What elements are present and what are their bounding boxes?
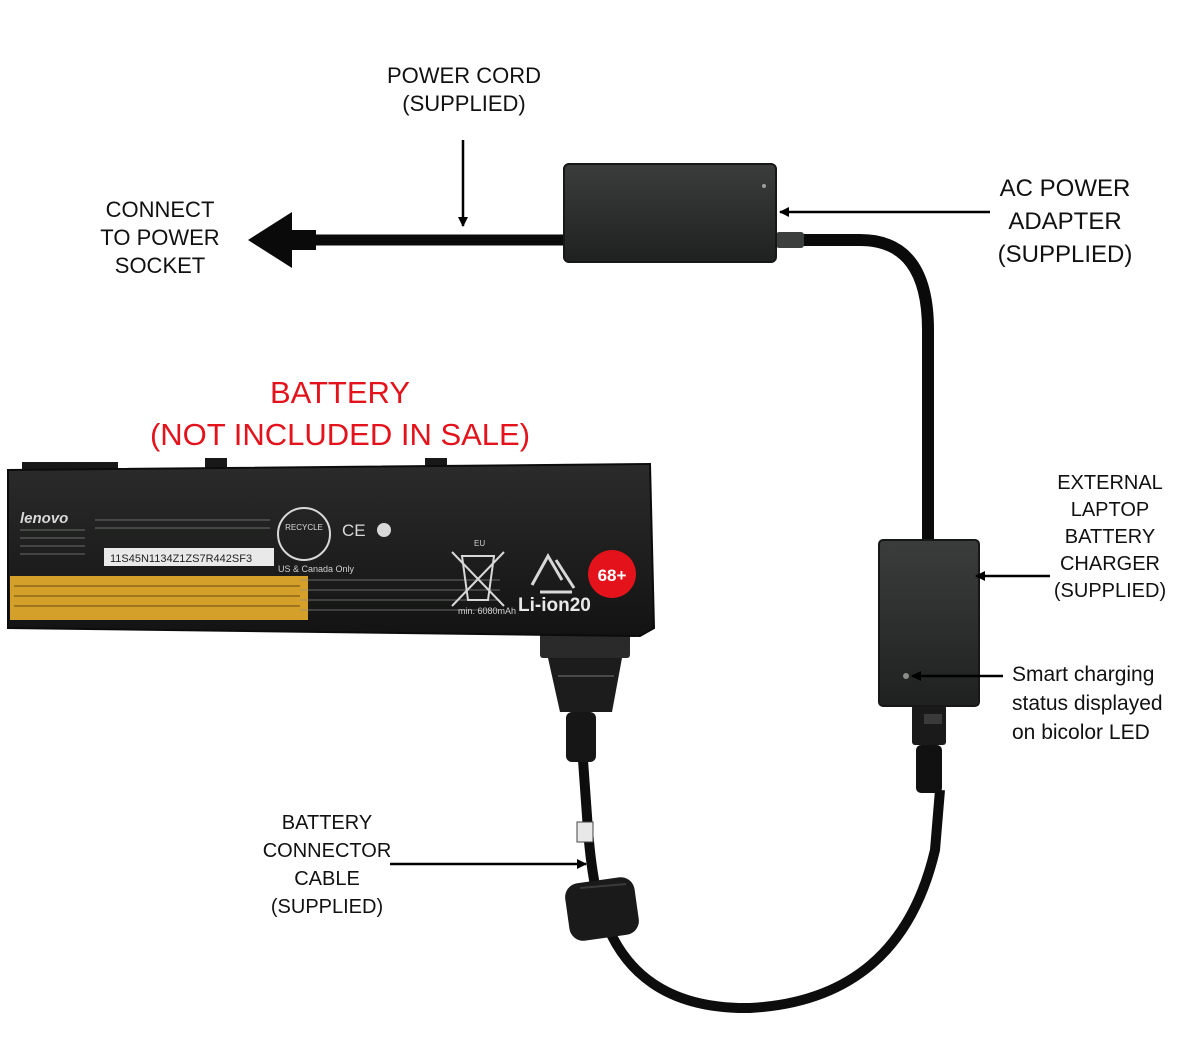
strain-relief <box>776 232 804 248</box>
capacity-text: min. 6080mAh <box>458 606 516 616</box>
barcode-text: 11S45N1134Z1ZS7R442SF3 <box>110 553 252 565</box>
ac-power-adapter <box>563 163 777 263</box>
lenovo-logo: lenovo <box>20 510 68 527</box>
region-text: US & Canada Only <box>278 564 355 574</box>
label-battery: BATTERY(NOT INCLUDED IN SALE) <box>149 375 531 452</box>
led-indicator <box>903 673 909 679</box>
socket-arrow-icon <box>248 212 316 268</box>
recycle-text: RECYCLE <box>285 523 323 532</box>
chemistry-text: Li-ion20 <box>518 595 591 616</box>
weee-bin-icon <box>451 551 505 607</box>
label-power-cord: POWER CORD(SUPPLIED) <box>387 63 541 116</box>
external-battery-charger <box>878 539 980 707</box>
badge-text: 68+ <box>598 566 627 585</box>
barcode-label <box>104 548 274 566</box>
eu-text: EU <box>474 539 485 548</box>
badge-68-plus <box>588 550 636 598</box>
ce-mark-icon: CE <box>342 521 366 540</box>
cable-band <box>576 821 594 843</box>
warning-strip <box>10 576 308 620</box>
certification-icon <box>377 523 391 537</box>
dc-cable <box>800 234 934 545</box>
power-cord <box>248 212 568 268</box>
ferrite-bead <box>565 877 639 941</box>
laptop-battery: 11S45N1134Z1ZS7R442SF3 lenovo RECYCLE US… <box>7 458 656 638</box>
recycle-arrows-icon <box>530 552 576 594</box>
battery-plug <box>540 630 630 762</box>
battery-connector-cable <box>578 759 945 1014</box>
recycle-seal <box>277 507 331 561</box>
pointer-arrows <box>390 140 1050 869</box>
charger-plug <box>912 705 946 793</box>
